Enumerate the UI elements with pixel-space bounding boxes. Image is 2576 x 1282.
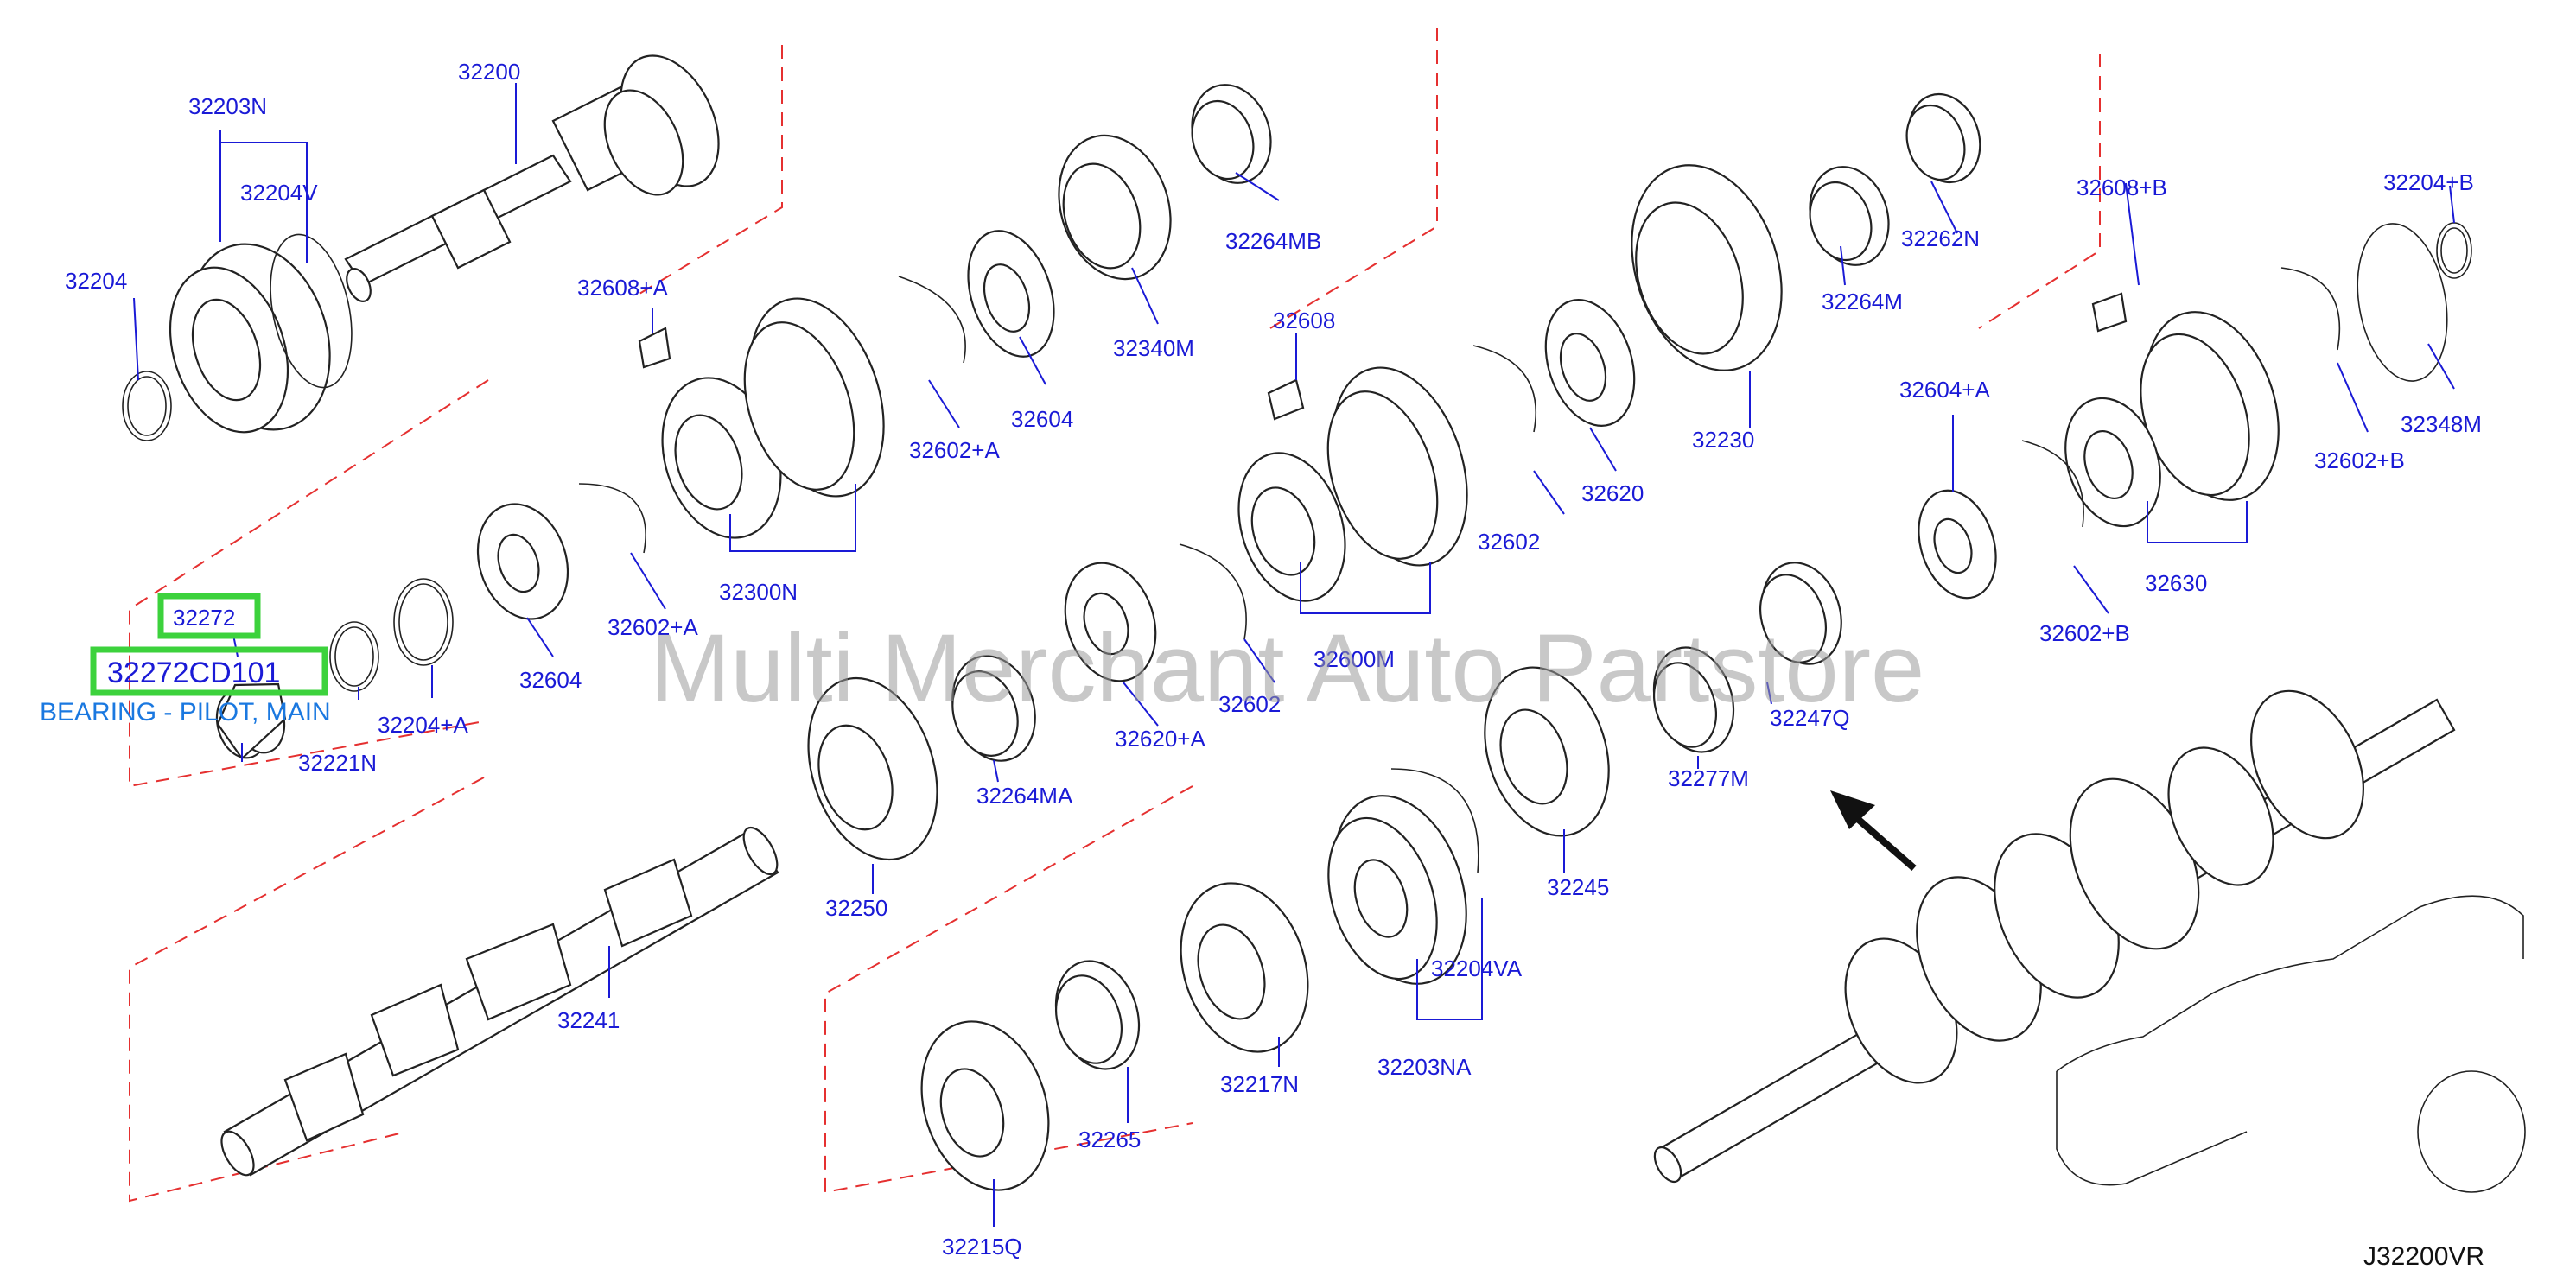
callout-32604-lower[interactable]: 32604 [519, 667, 582, 693]
callout-32608-plus-a[interactable]: 32608+A [577, 275, 668, 301]
right-row-parts-drawing [1918, 222, 2472, 600]
callout-32230[interactable]: 32230 [1692, 427, 1754, 453]
callout-32602-plus-b-lower[interactable]: 32602+B [2039, 620, 2130, 646]
bearing-32203N-drawing [122, 233, 353, 441]
callout-32264MB[interactable]: 32264MB [1225, 228, 1321, 254]
callout-32340M[interactable]: 32340M [1113, 335, 1194, 361]
callout-32265[interactable]: 32265 [1078, 1127, 1141, 1152]
diagram-code: J32200VR [2363, 1242, 2484, 1271]
callout-32277M[interactable]: 32277M [1668, 765, 1749, 791]
middle-row-parts-drawing [1064, 92, 1981, 682]
callout-32200[interactable]: 32200 [458, 59, 520, 85]
callout-32608[interactable]: 32608 [1273, 308, 1335, 333]
callout-32241[interactable]: 32241 [557, 1007, 620, 1033]
callout-32217N[interactable]: 32217N [1220, 1071, 1299, 1097]
callout-labels: 32200 32203N 32204V 32204 32608+A 32264M… [40, 59, 2482, 1260]
callout-32203NA[interactable]: 32203NA [1377, 1054, 1472, 1080]
upper-row-parts-drawing [638, 84, 1272, 539]
input-shaft-drawing [344, 54, 720, 302]
callout-32602-middle[interactable]: 32602 [1478, 529, 1540, 555]
assembled-view-drawing [1653, 689, 2526, 1193]
callout-32272CD101[interactable]: 32272CD101 [107, 657, 280, 689]
pilot-bearing-group-drawing [215, 483, 646, 760]
callout-32247Q[interactable]: 32247Q [1770, 705, 1850, 731]
callout-32250[interactable]: 32250 [825, 895, 887, 921]
part-description: BEARING - PILOT, MAIN [40, 698, 331, 727]
callout-32608-plus-b[interactable]: 32608+B [2077, 175, 2167, 200]
leader-lines [133, 83, 2455, 1227]
callout-32262N[interactable]: 32262N [1901, 225, 1980, 251]
callout-32620[interactable]: 32620 [1581, 480, 1644, 506]
callout-32602-plus-a-upper[interactable]: 32602+A [909, 437, 1000, 463]
callout-32204V[interactable]: 32204V [240, 180, 318, 206]
assembly-boundaries [129, 28, 2101, 1203]
callout-32604-upper[interactable]: 32604 [1011, 406, 1073, 432]
highlight-box-32272CD101 [90, 646, 328, 696]
callout-32204-plus-b[interactable]: 32204+B [2383, 169, 2474, 195]
callout-32602-plus-b-upper[interactable]: 32602+B [2314, 447, 2405, 473]
callout-32204VA[interactable]: 32204VA [1431, 955, 1523, 981]
direction-arrow-icon [1830, 790, 1917, 872]
callout-32602-plus-a-lower[interactable]: 32602+A [607, 614, 698, 640]
callout-32630[interactable]: 32630 [2145, 570, 2207, 596]
callout-32604-plus-a[interactable]: 32604+A [1899, 377, 1990, 403]
callout-32221N[interactable]: 32221N [298, 750, 377, 776]
callout-32204-plus-a[interactable]: 32204+A [378, 712, 468, 738]
callout-32204[interactable]: 32204 [65, 268, 127, 294]
callout-32245[interactable]: 32245 [1547, 874, 1609, 900]
callout-32602-lower[interactable]: 32602 [1218, 691, 1281, 717]
callout-32300N[interactable]: 32300N [719, 579, 798, 605]
callout-32215Q[interactable]: 32215Q [942, 1234, 1022, 1260]
callout-32600M[interactable]: 32600M [1313, 646, 1395, 672]
callout-32620-plus-a[interactable]: 32620+A [1115, 726, 1205, 752]
callout-32272[interactable]: 32272 [173, 605, 235, 631]
watermark: Multi Merchant Auto Partstore [650, 614, 1924, 722]
callout-32203N[interactable]: 32203N [188, 93, 267, 119]
callout-32348M[interactable]: 32348M [2401, 411, 2482, 437]
callout-32264M[interactable]: 32264M [1822, 289, 1903, 314]
callout-32264MA[interactable]: 32264MA [976, 783, 1073, 809]
countershaft-drawing [220, 562, 1842, 1191]
highlight-box-32272 [157, 593, 261, 639]
